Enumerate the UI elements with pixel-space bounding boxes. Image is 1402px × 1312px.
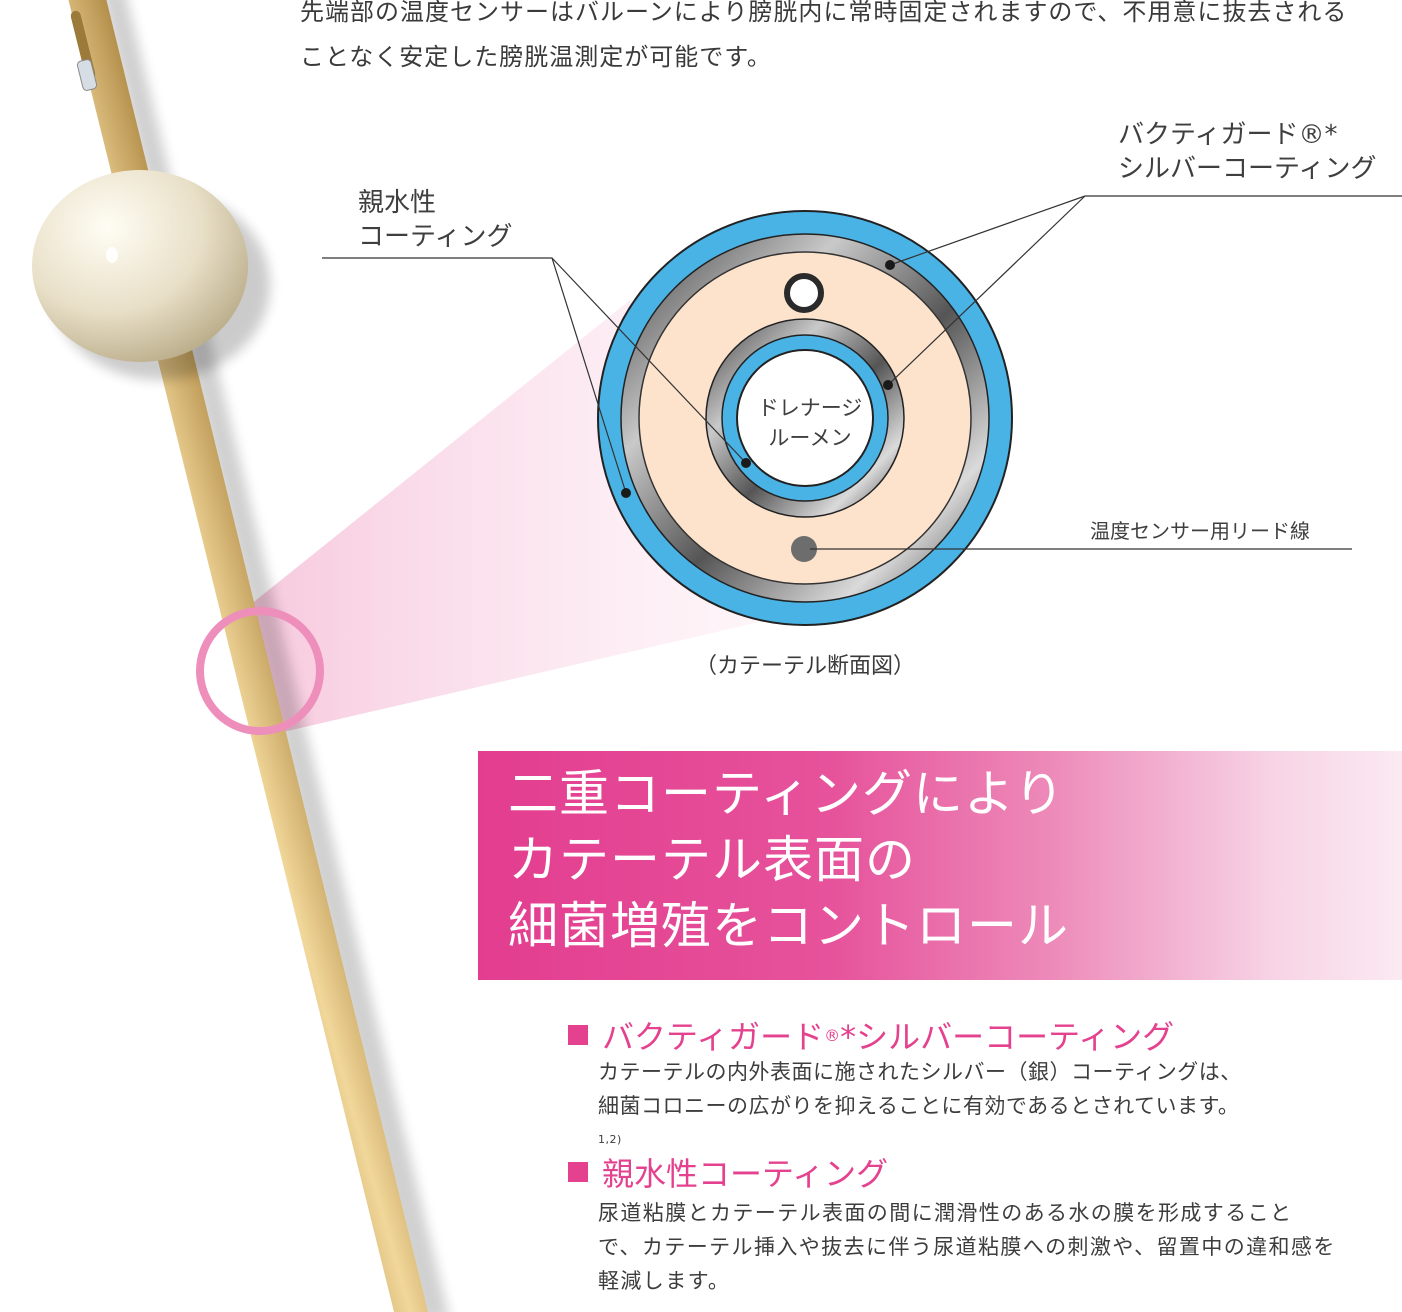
feature-heading-hydrophilic: 親水性コーティング (568, 1149, 888, 1195)
intro-text: 先端部の温度センサーはバルーンにより膀胱内に常時固定されますので、不用意に抜去さ… (300, 0, 1402, 80)
leader-dots (621, 260, 895, 498)
leader-lines (322, 195, 1402, 550)
square-bullet-icon (568, 1162, 588, 1182)
cross-section-diagram (597, 210, 1013, 626)
magnifier-ring (196, 607, 324, 735)
reference-mark: 1,2) (598, 1133, 622, 1146)
feature-body-silver: カテーテルの内外表面に施されたシルバー（銀）コーティングは、 細菌コロニーの広が… (598, 1055, 1398, 1161)
feature-body-line: 軽減します。 (598, 1269, 731, 1293)
label-drainage-lumen: ドレナージ ルーメン (724, 393, 896, 453)
label-lead-wire: 温度センサー用リード線 (1090, 519, 1310, 543)
banner-line: 細菌増殖をコントロール (508, 897, 1069, 955)
feature-heading-silver: バクティガード®*シルバーコーティング (568, 1012, 1174, 1058)
square-bullet-icon (568, 1025, 588, 1045)
lead-wire-dot (791, 536, 817, 562)
label-line: バクティガード®* (1118, 120, 1338, 150)
feature-title-rest: *シルバーコーティング (840, 1018, 1175, 1056)
registered-mark: ® (824, 1025, 841, 1045)
feature-title: バクティガード (602, 1018, 825, 1056)
headline-banner: 二重コーティングにより カテーテル表面の 細菌増殖をコントロール (478, 751, 1402, 980)
feature-body-line: カテーテルの内外表面に施されたシルバー（銀）コーティングは、 (598, 1060, 1242, 1084)
label-hydrophilic-coating: 親水性 コーティング (358, 186, 512, 254)
label-line: ドレナージ (757, 396, 863, 420)
banner-line: 二重コーティングにより (508, 765, 1065, 823)
balloon (32, 170, 248, 362)
label-line: コーティング (358, 222, 513, 252)
diagram-caption: （カテーテル断面図） (695, 654, 916, 679)
sensor-lumen (784, 273, 824, 313)
label-line: 親水性 (358, 188, 437, 218)
label-line: ルーメン (768, 426, 852, 450)
feature-body-line: 尿道粘膜とカテーテル表面の間に潤滑性のある水の膜を形成すること (598, 1201, 1293, 1225)
label-silver-coating: バクティガード®* シルバーコーティング (1118, 118, 1376, 186)
intro-line: ことなく安定した膀胱温測定が可能です。 (300, 43, 772, 71)
feature-body-hydrophilic: 尿道粘膜とカテーテル表面の間に潤滑性のある水の膜を形成すること で、カテーテル挿… (598, 1196, 1398, 1298)
feature-body-line: 細菌コロニーの広がりを抑えることに有効であるとされています。1,2) (598, 1094, 1240, 1146)
feature-title: 親水性コーティング (602, 1155, 889, 1193)
label-line: シルバーコーティング (1118, 154, 1377, 184)
intro-line: 先端部の温度センサーはバルーンにより膀胱内に常時固定されますので、不用意に抜去さ… (300, 0, 1348, 26)
banner-line: カテーテル表面の (508, 831, 916, 889)
feature-body-line: で、カテーテル挿入や抜去に伴う尿道粘膜への刺激や、留置中の違和感を (598, 1235, 1336, 1259)
